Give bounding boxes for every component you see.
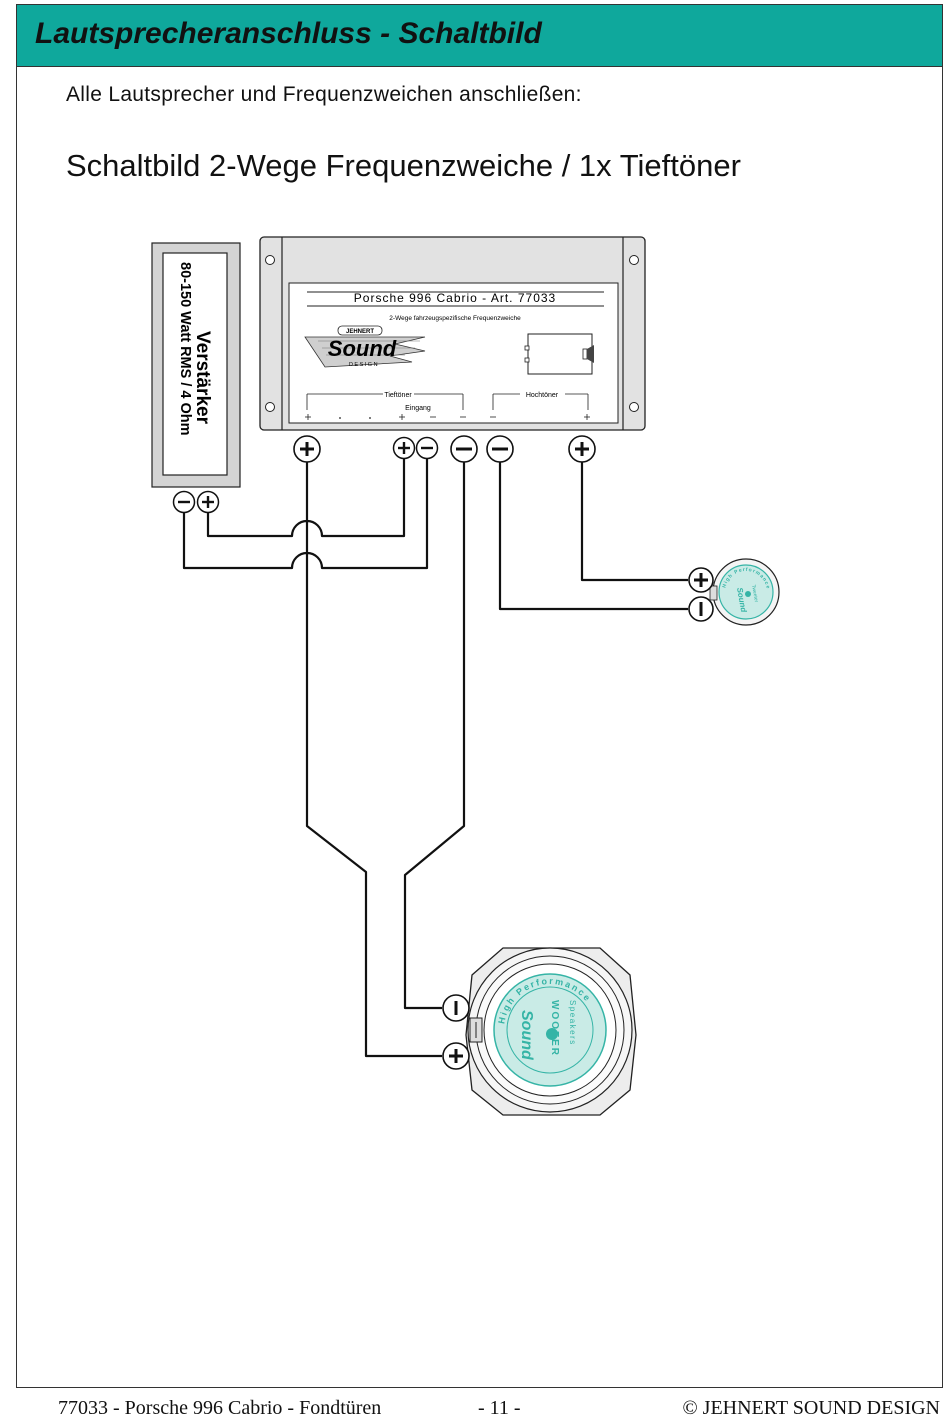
page-title: Lautsprecheranschluss - Schaltbild [35,17,542,50]
wire-tweeter-minus [498,462,688,611]
tweeter-label: Tweeter [750,584,759,603]
amplifier: Verstärker 80-150 Watt RMS / 4 Ohm [151,242,241,514]
header-bar: Lautsprecheranschluss - Schaltbild [17,5,942,67]
terminal-tweeter-plus [568,435,596,463]
woofer-speaker: High Performance WOOFER Sound Speakers [442,947,637,1116]
diagram-subtitle: Schaltbild 2-Wege Frequenzweiche / 1x Ti… [66,148,741,183]
label-tweeter: Hochtöner [526,392,559,399]
crossover-schematic [524,333,594,375]
page-frame [16,4,943,1388]
crossover-model: Porsche 996 Cabrio - Art. 77033 [354,291,556,305]
amplifier-minus-terminal [172,490,196,514]
logo-main-text: Sound [328,336,397,361]
tweeter-speaker: High Performance Sound Tweeter [688,558,780,626]
amplifier-spec: 80-150 Watt RMS / 4 Ohm [177,262,193,436]
terminal-woofer-minus [450,435,478,463]
wire-woofer-plus [305,462,442,1058]
amplifier-title: Verstärker [192,331,213,425]
terminal-input-minus [415,436,439,460]
terminal-tweeter-minus [486,435,514,463]
crossover-terminals [293,435,596,463]
wires [182,459,688,1058]
woofer-sub: Speakers [568,1000,577,1046]
terminal-input-plus [392,436,416,460]
crossover: Porsche 996 Cabrio - Art. 77033 2-Wege f… [259,236,646,431]
wire-tweeter-plus [580,462,688,582]
footer-page-number: - 11 - [478,1397,521,1419]
amplifier-plus-terminal [196,490,220,514]
label-woofer: Tieftöner [384,392,412,399]
intro-text: Alle Lautsprecher und Frequenzweichen an… [66,83,582,106]
woofer-plus-terminal [442,1042,470,1070]
jehnert-sound-logo: JEHNERT Sound DESIGN [304,325,426,368]
woofer-minus-terminal [442,994,470,1022]
label-input: Eingang [405,405,431,412]
footer-left: 77033 - Porsche 996 Cabrio - Fondtüren [58,1397,382,1419]
logo-bottom-text: DESIGN [349,362,379,368]
tweeter-minus-terminal [688,596,714,622]
crossover-description: 2-Wege fahrzeugspezifische Frequenzweich… [389,315,521,322]
footer-copyright: © JEHNERT SOUND DESIGN [682,1397,940,1419]
logo-top-text: JEHNERT [346,329,374,335]
wire-woofer-minus [403,462,466,1010]
terminal-woofer-plus [293,435,321,463]
woofer-label: WOOFER [549,1000,560,1057]
tweeter-plus-terminal [688,567,714,593]
woofer-brand: Sound [518,1010,535,1061]
